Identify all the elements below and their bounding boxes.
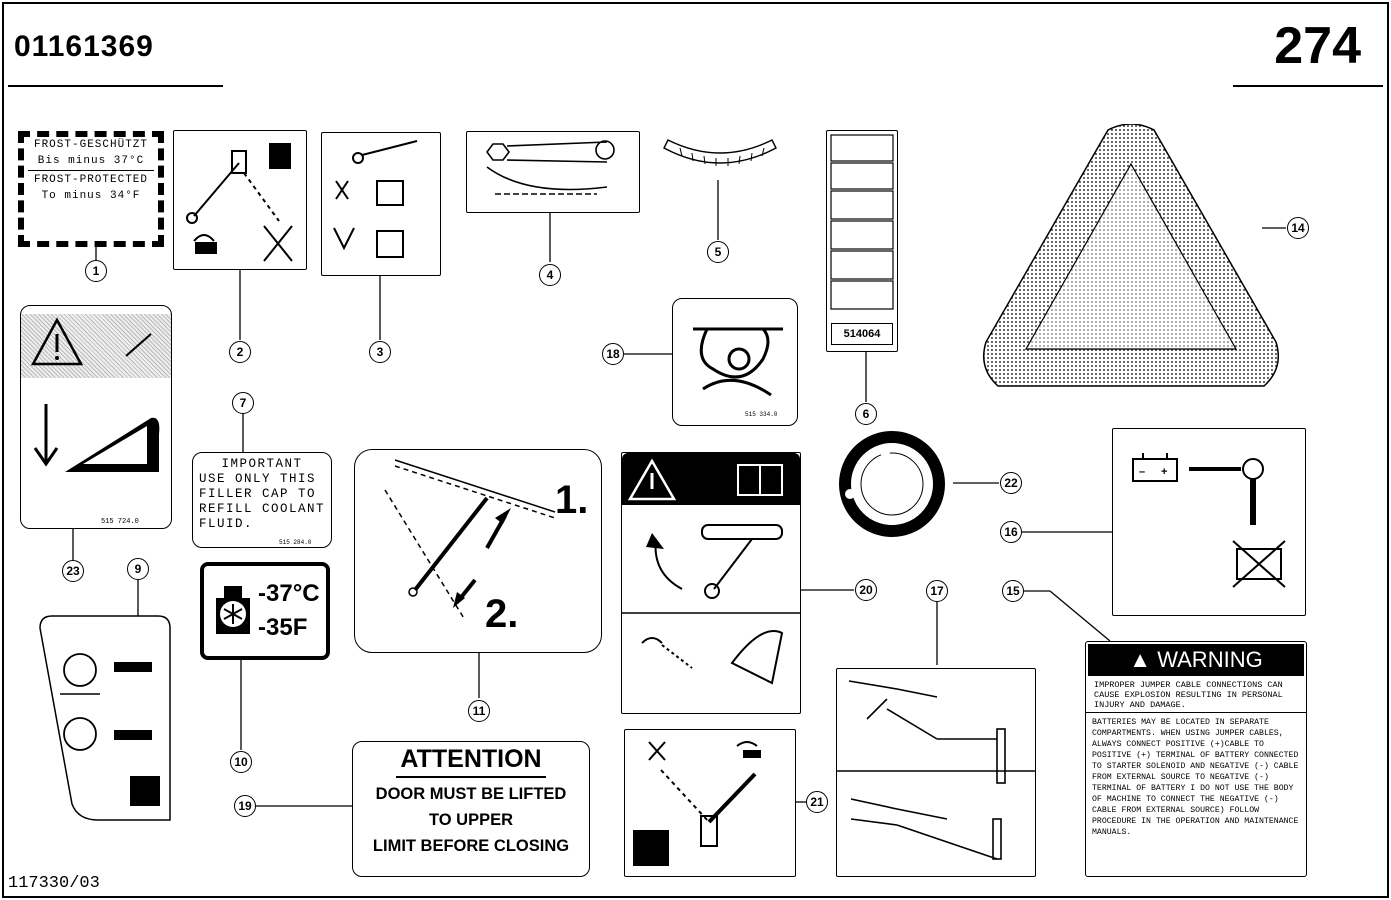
header-lift-diagrams	[837, 680, 1035, 860]
callout-23[interactable]: 23	[62, 560, 84, 582]
multilingual-text-blocks	[830, 134, 894, 310]
svg-text:–: –	[1139, 466, 1145, 478]
callout-15[interactable]: 15	[1002, 580, 1024, 602]
callout-5[interactable]: 5	[707, 241, 729, 263]
decal-lever-manual	[624, 729, 796, 877]
warning-triangle-icon: ▲	[1129, 647, 1152, 672]
frost-line-4: To minus 34°F	[41, 190, 141, 202]
attention-line-1: DOOR MUST BE LIFTED	[375, 785, 567, 803]
important-heading: IMPORTANT	[221, 457, 303, 471]
decal-rotary-ring	[839, 431, 945, 537]
attention-line-2: TO UPPER	[428, 811, 514, 829]
callout-19[interactable]: 19	[234, 795, 256, 817]
decal-jumper-cable-warning: ▲ WARNING IMPROPER JUMPER CABLE CONNECTI…	[1085, 641, 1307, 877]
warning-paragraph-2: BATTERIES MAY BE LOCATED IN SEPARATE COM…	[1092, 718, 1299, 837]
step-1-label: 1.	[555, 478, 589, 522]
decal-23-code: 515 724.0	[101, 518, 139, 526]
attention-line-3: LIMIT BEFORE CLOSING	[372, 837, 570, 855]
callout-17[interactable]: 17	[926, 580, 948, 602]
decal-header-lift	[836, 668, 1036, 877]
decal-lever-operation	[173, 130, 307, 270]
attention-heading: ATTENTION	[400, 745, 542, 773]
decal-engagement	[321, 132, 441, 276]
snowflake-icon	[216, 586, 250, 634]
frost-line-1: FROST-GESCHÜTZT	[33, 139, 149, 151]
callout-10[interactable]: 10	[230, 751, 252, 773]
warning-header: ▲ WARNING	[1088, 644, 1304, 676]
callout-3[interactable]: 3	[369, 341, 391, 363]
callout-7[interactable]: 7	[232, 392, 254, 414]
decal-gas-strut: 1. 2.	[354, 449, 602, 653]
belt-drive-icon	[486, 140, 615, 195]
important-line-2: USE ONLY THIS	[199, 472, 317, 486]
important-line-3: FILLER CAP TO	[199, 487, 317, 501]
gas-strut-diagram	[384, 459, 556, 621]
warning-title: WARNING	[1157, 647, 1263, 672]
slow-moving-vehicle-triangle	[983, 124, 1279, 387]
callout-9[interactable]: 9	[127, 558, 149, 580]
doc-code: 117330/03	[8, 874, 100, 893]
callout-22[interactable]: 22	[1000, 472, 1022, 494]
warning-manual-icons	[622, 458, 800, 685]
temp-celsius: -37°C	[258, 580, 320, 607]
callout-18[interactable]: 18	[602, 343, 624, 365]
important-line-5: FLUID.	[199, 517, 254, 531]
decal-7-code: 515 284.0	[279, 539, 312, 546]
callout-11[interactable]: 11	[468, 700, 490, 722]
header-rule-left	[8, 85, 223, 87]
callout-21[interactable]: 21	[806, 791, 828, 813]
lever-icon	[186, 143, 293, 262]
decal-multilingual-warning: 514064	[826, 130, 898, 352]
temp-fahrenheit: -35F	[258, 614, 308, 641]
warning-triangle-icon	[30, 317, 160, 472]
decal-frost-protected: FROST-GESCHÜTZT Bis minus 37°C FROST-PRO…	[18, 131, 164, 247]
frost-line-2: Bis minus 37°C	[37, 155, 145, 167]
decal-battery-disconnect: –+	[1112, 428, 1306, 616]
entanglement-icon	[693, 327, 783, 397]
engagement-icon	[333, 140, 418, 258]
decal-door-warning: 515 724.0	[20, 305, 172, 529]
svg-text:+: +	[1161, 466, 1167, 478]
decal-door-attention: ATTENTION DOOR MUST BE LIFTED TO UPPER L…	[352, 741, 590, 877]
callout-2[interactable]: 2	[229, 341, 251, 363]
callout-20[interactable]: 20	[855, 579, 877, 601]
decal-belt-drive	[466, 131, 640, 213]
battery-switch-icons: –+	[1132, 453, 1286, 588]
decal-control-buttons	[39, 615, 171, 821]
page-number: 274	[1274, 17, 1361, 75]
part-number: 01161369	[14, 30, 154, 63]
lever-manual-icons	[633, 741, 761, 866]
important-line-4: REFILL COOLANT	[199, 502, 326, 516]
decal-operator-warning	[621, 452, 801, 714]
decal-coolant-important: IMPORTANT USE ONLY THIS FILLER CAP TO RE…	[192, 452, 332, 548]
callout-6[interactable]: 6	[855, 403, 877, 425]
warning-paragraph-1: IMPROPER JUMPER CABLE CONNECTIONS CAN CA…	[1086, 678, 1306, 713]
decal-coolant-temperature: -37°C -35F	[200, 562, 330, 660]
step-2-label: 2.	[485, 592, 519, 636]
header-rule-right	[1233, 85, 1383, 87]
decal-18-code: 515 334.0	[745, 411, 778, 418]
callout-4[interactable]: 4	[539, 264, 561, 286]
decal-6-code: 514064	[831, 323, 893, 345]
callout-1[interactable]: 1	[85, 260, 107, 282]
frost-line-3: FROST-PROTECTED	[33, 174, 149, 186]
decal-entanglement-hazard: 515 334.0	[672, 298, 798, 426]
gauge-scale-decal	[663, 139, 777, 166]
callout-16[interactable]: 16	[1000, 521, 1022, 543]
callout-14[interactable]: 14	[1287, 217, 1309, 239]
